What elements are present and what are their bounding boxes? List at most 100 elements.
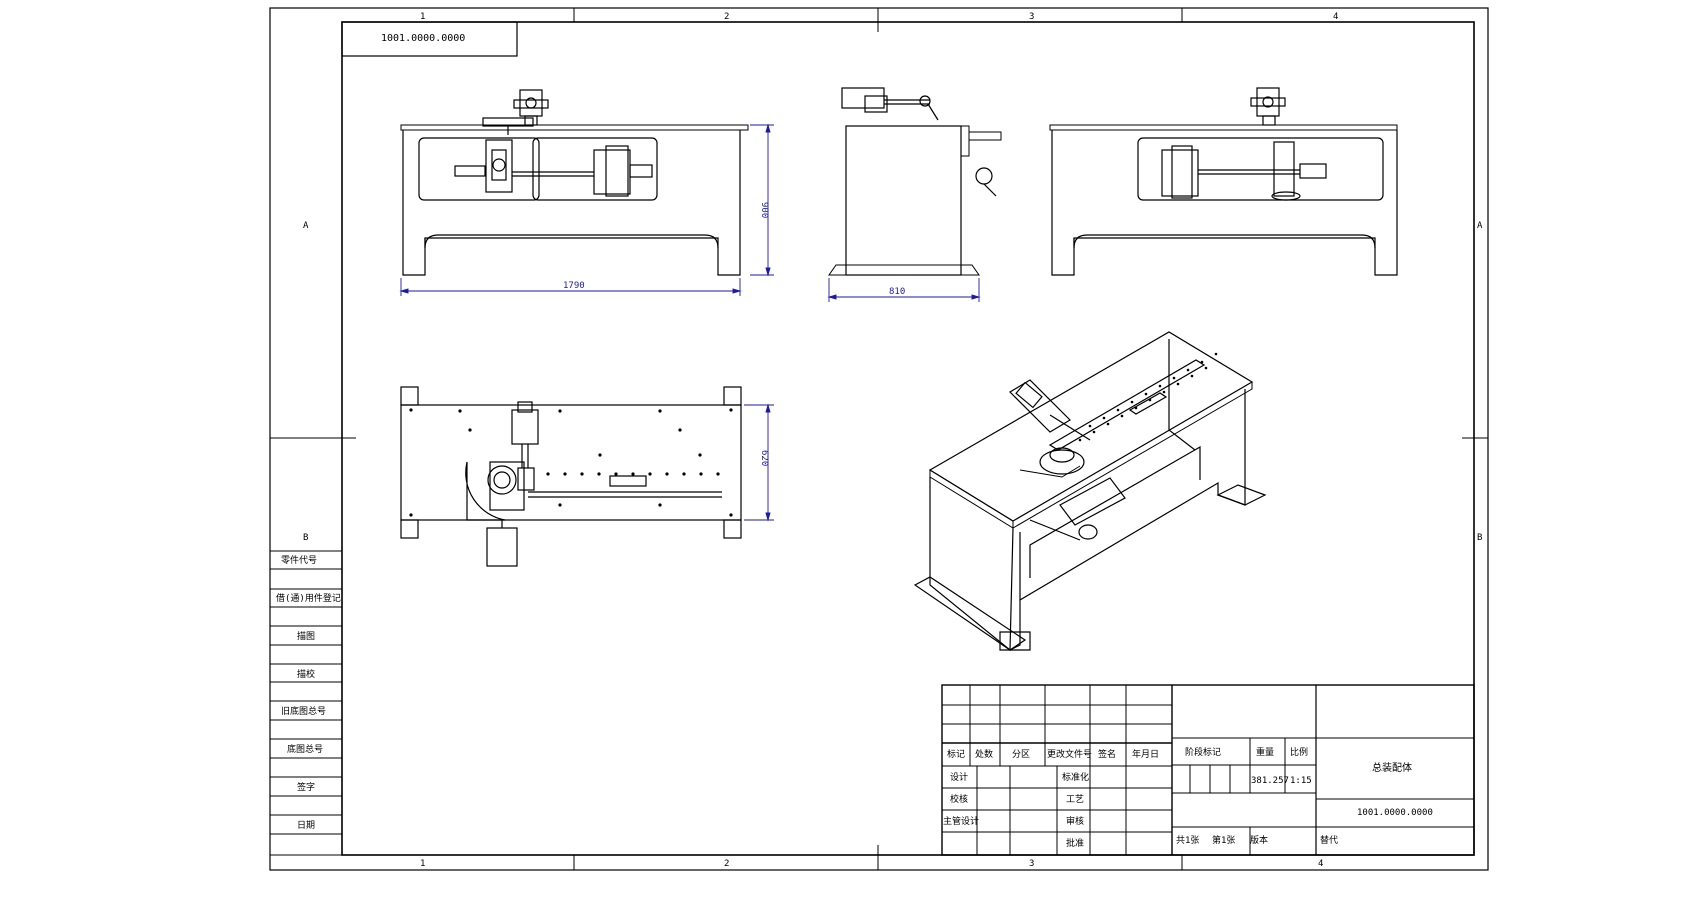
front-view-dims	[399, 123, 774, 296]
top-view-dims	[744, 403, 774, 522]
zone-col-3-top: 3	[1029, 12, 1034, 22]
side-view-dims	[827, 278, 981, 302]
plate-hole	[1190, 374, 1194, 378]
mounting-hole	[665, 472, 669, 476]
side-view	[828, 87, 1002, 276]
zone-row-b-right: B	[1477, 533, 1482, 543]
drawing-name: 总装配体	[1372, 761, 1412, 774]
mounting-hole	[563, 472, 567, 476]
title-block	[941, 684, 1475, 856]
mounting-hole	[658, 409, 662, 413]
label-base-no: 底图总号	[287, 743, 323, 755]
zone-col-2-top: 2	[724, 12, 729, 22]
zone-row-a-right: A	[1477, 221, 1483, 231]
mounting-hole	[546, 472, 550, 476]
plate-hole	[1158, 384, 1162, 388]
mounting-hole	[458, 409, 462, 413]
mounting-hole	[682, 472, 686, 476]
plate-hole	[1134, 406, 1138, 410]
plate-hole	[1120, 414, 1124, 418]
role-standardization: 标准化	[1062, 771, 1089, 783]
zone-col-3-bottom: 3	[1029, 859, 1034, 869]
mounting-hole	[468, 428, 472, 432]
zone-row-a-left: A	[303, 221, 309, 231]
plate-hole	[1078, 438, 1082, 442]
plate-hole	[1162, 390, 1166, 394]
top-depth-dim: 620	[759, 450, 769, 466]
side-width-dim: 810	[889, 287, 905, 297]
mounting-hole	[658, 503, 662, 507]
scale-value: 1:15	[1290, 776, 1312, 786]
version-label: 版本	[1250, 834, 1268, 846]
mounting-hole	[678, 428, 682, 432]
left-panel-labels: 零件代号 借(通)用件登记 描图 描校 旧底图总号 底图总号 签字 日期	[276, 554, 341, 831]
sheets-total: 共1张	[1176, 835, 1199, 846]
mounting-hole	[699, 472, 703, 476]
sheet-number: 第1张	[1212, 834, 1235, 846]
mounting-hole	[580, 472, 584, 476]
zone-labels: 1 2 3 4 1 2 3 4 A B A B	[303, 12, 1483, 869]
plate-hole	[1200, 360, 1204, 364]
rev-header-zone: 分区	[1012, 749, 1030, 760]
plate-hole	[1116, 408, 1120, 412]
replaces-label: 替代	[1320, 834, 1338, 846]
plate-hole	[1214, 352, 1218, 356]
label-tracing-check: 描校	[297, 668, 315, 680]
plate-hole	[1088, 424, 1092, 428]
role-design: 设计	[950, 771, 968, 783]
plate-hole	[1148, 398, 1152, 402]
sheet-border	[269, 7, 1489, 871]
plate-hole	[1172, 376, 1176, 380]
label-tracing: 描图	[297, 630, 315, 642]
title-block-text: 标记 处数 分区 更改文件号 签名 年月日 设计 校核 主管设计 标准化 工艺 …	[943, 746, 1433, 849]
rev-header-date: 年月日	[1132, 748, 1159, 760]
role-approve: 批准	[1066, 837, 1084, 849]
front-width-dim: 1790	[563, 281, 585, 291]
role-process: 工艺	[1066, 794, 1084, 805]
code-box-text: 1001.0000.0000	[381, 33, 465, 44]
plate-hole	[1144, 392, 1148, 396]
top-view-holes	[409, 408, 733, 517]
mounting-hole	[698, 453, 702, 457]
mounting-hole	[729, 408, 733, 412]
mounting-hole	[614, 472, 618, 476]
mounting-hole	[558, 409, 562, 413]
mounting-hole	[409, 513, 413, 517]
plate-hole	[1106, 422, 1110, 426]
code-box: 1001.0000.0000	[341, 21, 518, 57]
zone-row-b-left: B	[303, 533, 308, 543]
rear-view	[1049, 87, 1398, 276]
plate-hole	[1130, 400, 1134, 404]
weight-value: 381.257	[1251, 776, 1289, 786]
drawing-number: 1001.0000.0000	[1357, 808, 1433, 818]
mounting-hole	[716, 472, 720, 476]
rev-header-sign: 签名	[1098, 748, 1116, 760]
label-old-base-no: 旧底图总号	[281, 705, 326, 717]
label-part-code: 零件代号	[281, 554, 317, 566]
isometric-view	[913, 331, 1267, 652]
front-view	[400, 89, 749, 276]
mounting-hole	[631, 472, 635, 476]
rev-header-count: 处数	[975, 748, 993, 760]
label-signature: 签字	[297, 781, 315, 793]
label-borrowed-reg: 借(通)用件登记	[276, 592, 341, 604]
zone-col-4-top: 4	[1333, 12, 1338, 22]
label-date: 日期	[297, 820, 315, 831]
mounting-hole	[409, 408, 413, 412]
mounting-hole	[648, 472, 652, 476]
mounting-hole	[558, 503, 562, 507]
zone-col-2-bottom: 2	[724, 859, 729, 869]
plate-hole	[1204, 366, 1208, 370]
isometric-holes	[1078, 352, 1218, 442]
stage-mark-header: 阶段标记	[1185, 746, 1221, 758]
plate-hole	[1102, 416, 1106, 420]
zone-col-1-top: 1	[420, 12, 425, 22]
role-check: 校核	[950, 793, 968, 805]
role-review: 审核	[1066, 815, 1084, 827]
plate-hole	[1186, 368, 1190, 372]
rev-header-mark: 标记	[947, 748, 965, 760]
top-view	[400, 386, 742, 567]
zone-col-1-bottom: 1	[420, 859, 425, 869]
scale-header: 比例	[1290, 746, 1308, 758]
